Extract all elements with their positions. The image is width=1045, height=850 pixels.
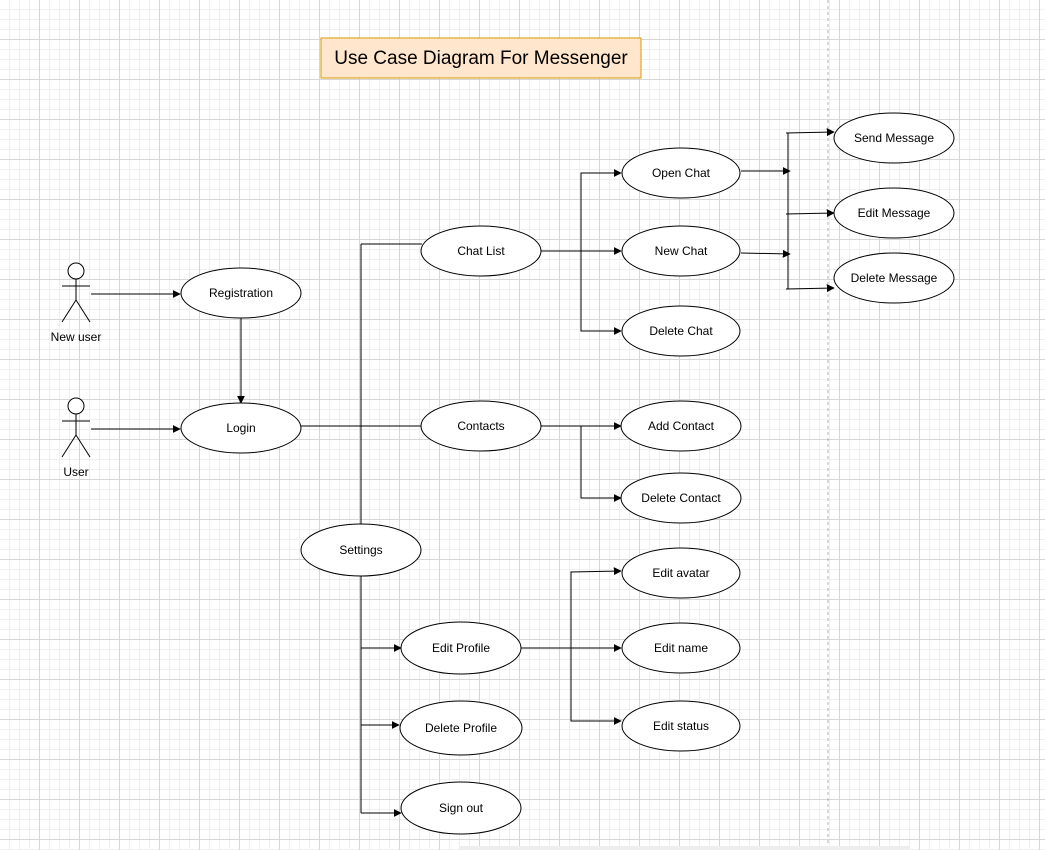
use-case-edit-message-label: Edit Message [858,206,931,220]
horizontal-scrollbar[interactable] [460,846,910,850]
use-case-delete-profile-label: Delete Profile [425,721,497,735]
edge-bus-delete-message [785,284,835,293]
use-case-open-chat-label: Open Chat [652,166,711,180]
edge-bus-send-message [785,128,835,137]
use-case-new-chat-label: New Chat [655,244,708,258]
edge-chat-list-delete-chat [580,251,622,335]
diagram-title-text: Use Case Diagram For Messenger [334,48,628,69]
actor-user-label: User [63,465,88,479]
use-case-registration[interactable]: Registration [180,267,302,319]
use-case-edit-name-label: Edit name [654,641,708,655]
use-case-chat-list[interactable]: Chat List [420,225,542,277]
use-case-new-chat[interactable]: New Chat [621,225,741,277]
use-case-send-message-label: Send Message [854,131,934,145]
use-case-edit-profile[interactable]: Edit Profile [400,621,522,675]
diagram-title[interactable]: Use Case Diagram For Messenger [320,37,642,79]
use-case-edit-name[interactable]: Edit name [621,622,741,674]
use-case-settings-label: Settings [339,543,382,557]
use-case-add-contact[interactable]: Add Contact [620,400,742,452]
use-case-sign-out[interactable]: Sign out [400,781,522,835]
use-case-delete-chat-label: Delete Chat [649,324,713,338]
use-case-edit-status-label: Edit status [653,719,709,733]
use-case-contacts[interactable]: Contacts [420,400,542,452]
use-case-delete-chat[interactable]: Delete Chat [621,305,741,357]
use-case-edit-message[interactable]: Edit Message [833,187,955,239]
actor-new-user[interactable] [61,262,91,323]
use-case-login-label: Login [226,421,255,435]
use-case-delete-message[interactable]: Delete Message [833,252,955,304]
connectors [91,128,835,817]
edge-edit-profile-edit-avatar [570,567,622,648]
use-case-edit-avatar[interactable]: Edit avatar [621,547,741,599]
use-case-edit-profile-label: Edit Profile [432,641,490,655]
actor-user[interactable] [61,397,91,458]
use-case-login[interactable]: Login [180,402,302,454]
use-case-settings[interactable]: Settings [300,523,422,577]
edge-edit-profile-edit-status [570,648,622,725]
use-case-send-message[interactable]: Send Message [833,112,955,164]
use-case-delete-contact-label: Delete Contact [641,491,721,505]
use-case-delete-contact[interactable]: Delete Contact [620,472,742,524]
edge-bus-edit-message [785,209,835,218]
use-case-add-contact-label: Add Contact [648,419,715,433]
edge-chat-list-open-chat [580,169,622,251]
actor-new-user-label: New user [51,330,102,344]
use-case-edit-status[interactable]: Edit status [621,700,741,752]
edge-new-chat-bus [740,249,791,258]
use-case-delete-message-label: Delete Message [851,271,938,285]
use-case-chat-list-label: Chat List [457,244,505,258]
use-case-registration-label: Registration [209,286,273,300]
use-case-contacts-label: Contacts [457,419,504,433]
use-case-open-chat[interactable]: Open Chat [621,147,741,199]
use-case-edit-avatar-label: Edit avatar [652,566,709,580]
use-case-delete-profile[interactable]: Delete Profile [399,700,523,756]
edge-contacts-delete-contact [580,426,622,502]
use-case-sign-out-label: Sign out [439,801,484,815]
